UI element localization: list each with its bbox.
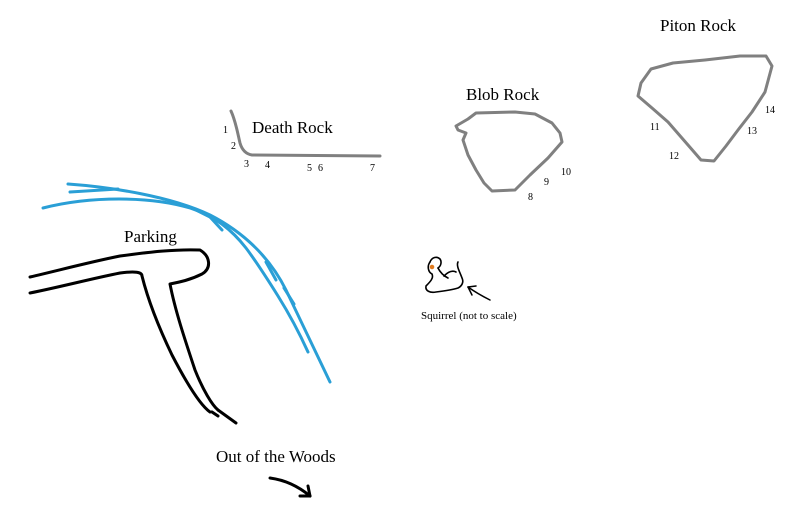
route-number: 3 <box>244 159 249 170</box>
route-number: 4 <box>265 160 270 171</box>
route-number: 14 <box>765 105 775 116</box>
route-number: 8 <box>528 192 533 203</box>
squirrel-label: Squirrel (not to scale) <box>421 310 517 322</box>
death-rock-label: Death Rock <box>252 118 333 137</box>
squirrel-pointer-arrow-icon <box>467 285 491 301</box>
out-of-woods-arrow-icon <box>268 476 312 498</box>
squirrel-icon <box>425 256 464 294</box>
road <box>28 248 238 425</box>
route-number: 13 <box>747 126 757 137</box>
route-number: 2 <box>231 141 236 152</box>
route-number: 6 <box>318 163 323 174</box>
route-number: 1 <box>223 125 228 136</box>
parking-label: Parking <box>124 227 177 246</box>
blob-rock-label: Blob Rock <box>466 85 540 104</box>
route-number: 9 <box>544 177 549 188</box>
route-number: 7 <box>370 163 375 174</box>
route-number: 12 <box>669 151 679 162</box>
piton-rock-label: Piton Rock <box>660 16 737 35</box>
out-of-woods-label: Out of the Woods <box>216 447 336 466</box>
piton-rock-outline <box>636 54 774 163</box>
route-number: 5 <box>307 163 312 174</box>
river <box>41 182 332 384</box>
blob-rock-outline <box>454 110 564 193</box>
route-number: 10 <box>561 167 571 178</box>
route-number: 11 <box>650 122 660 133</box>
death-rock-outline <box>229 109 382 158</box>
